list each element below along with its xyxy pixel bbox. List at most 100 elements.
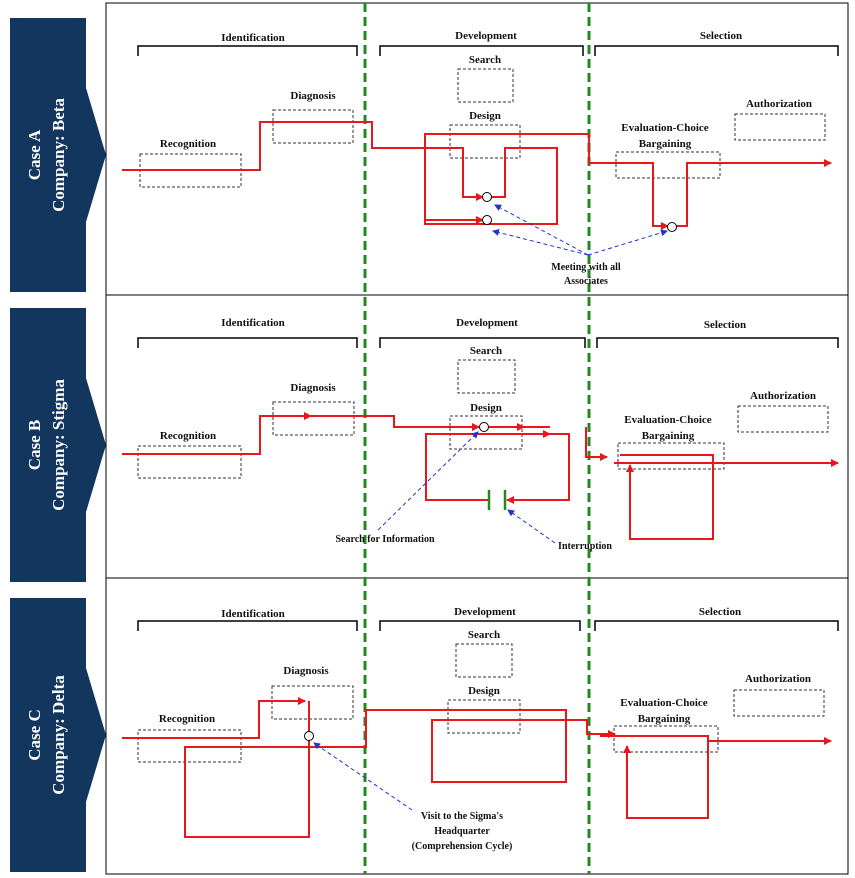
design-box [447,699,521,734]
flow-design-loop [424,133,669,230]
case-b-company: Company: Stigma [49,379,68,511]
phase-selection: Selection [699,606,741,618]
design-label: Design [469,110,501,122]
search-box [455,643,513,678]
search-box [457,68,514,103]
annotation-search: Search for Information [335,534,435,545]
search-label: Search [470,345,502,357]
annotation-visit-line1: Visit to the Sigma's [421,811,503,822]
bracket-identification [137,45,358,56]
evaluation-label: Evaluation-Choice [621,122,709,134]
meeting-point-2 [482,215,492,225]
diagnosis-box [272,401,355,436]
hint-arrow-3 [587,229,668,256]
case-a-label: Case A [25,129,44,180]
bracket-identification [137,620,358,631]
search-label: Search [468,629,500,641]
case-c-banner: Case C Company: Delta [10,598,106,872]
case-b-content: Identification Development Selection Rec… [122,317,839,552]
authorization-label: Authorization [750,390,816,402]
hint-arrow-2 [492,229,589,256]
authorization-label: Authorization [746,98,812,110]
bracket-selection [596,337,839,348]
case-c-content: Identification Development Selection Rec… [122,606,839,852]
phase-development: Development [454,606,516,618]
design-label: Design [468,685,500,697]
flow-exit [676,159,832,227]
hint-arrow-interruption [507,509,556,544]
annotation-visit-line2: Headquarter [434,826,490,837]
case-b-label: Case B [25,420,44,471]
recognition-label: Recognition [159,713,215,725]
annotation-meeting-line1: Meeting with all [551,262,621,273]
flow-main [122,697,306,739]
visit-point [304,731,314,741]
flow-main-a [122,412,312,455]
case-a-panel [105,2,849,296]
recognition-box [137,445,242,479]
recognition-label: Recognition [160,430,216,442]
authorization-box [737,405,829,433]
search-box [457,359,516,394]
phase-identification: Identification [221,32,285,44]
phase-development: Development [455,30,517,42]
meeting-point-1 [482,192,492,202]
flow-return [425,430,551,501]
design-label: Design [470,402,502,414]
bargaining-label: Bargaining [642,430,695,442]
case-a-company: Company: Beta [49,98,68,212]
flow-main [122,121,484,201]
authorization-box [734,113,826,141]
search-label: Search [469,54,501,66]
evaluation-box [615,151,721,179]
case-c-company: Company: Delta [49,675,68,795]
flow-comprehension-loop [184,701,568,838]
flow-evaluation-loop [600,735,709,819]
recognition-label: Recognition [160,138,216,150]
bracket-selection [594,45,839,56]
hint-arrow-search [377,431,479,531]
search-point [479,422,489,432]
case-a-content: Identification Development Selection Rec… [122,30,839,287]
phase-identification: Identification [221,608,285,620]
annotation-meeting-line2: Associates [564,276,608,287]
flow-main-b [305,415,480,431]
evaluation-label: Evaluation-Choice [620,697,708,709]
recognition-box [137,729,242,763]
flow-to-selection [585,427,608,461]
bracket-identification [137,337,358,348]
diagnosis-box [272,109,354,144]
authorization-box [733,689,825,717]
authorization-label: Authorization [745,673,811,685]
case-c-label: Case C [25,709,44,760]
bargaining-label: Bargaining [638,713,691,725]
bracket-development [379,45,584,56]
flow-evaluation-loop [620,454,714,540]
bracket-selection [594,620,839,631]
hint-arrow-visit [313,742,413,811]
case-a-banner: Case A Company: Beta [10,18,106,292]
phase-identification: Identification [221,317,285,329]
diagnosis-label: Diagnosis [290,382,336,394]
hint-arrow-1 [494,204,589,256]
annotation-interruption: Interruption [558,541,612,552]
bracket-development [379,620,581,631]
diagnosis-box [271,685,354,720]
diagnosis-label: Diagnosis [283,665,329,677]
meeting-point-3 [667,222,677,232]
bargaining-label: Bargaining [639,138,692,150]
annotation-visit-line3: (Comprehension Cycle) [412,841,513,852]
diagnosis-label: Diagnosis [290,90,336,102]
flow-to-selection [568,719,616,738]
phase-selection: Selection [700,30,742,42]
bracket-development [379,337,586,348]
case-c-panel [105,577,849,875]
phase-selection: Selection [704,319,746,331]
case-b-banner: Case B Company: Stigma [10,308,106,582]
evaluation-box [613,725,719,753]
evaluation-box [617,442,725,470]
evaluation-label: Evaluation-Choice [624,414,712,426]
design-box [449,124,521,159]
design-box [449,415,523,450]
